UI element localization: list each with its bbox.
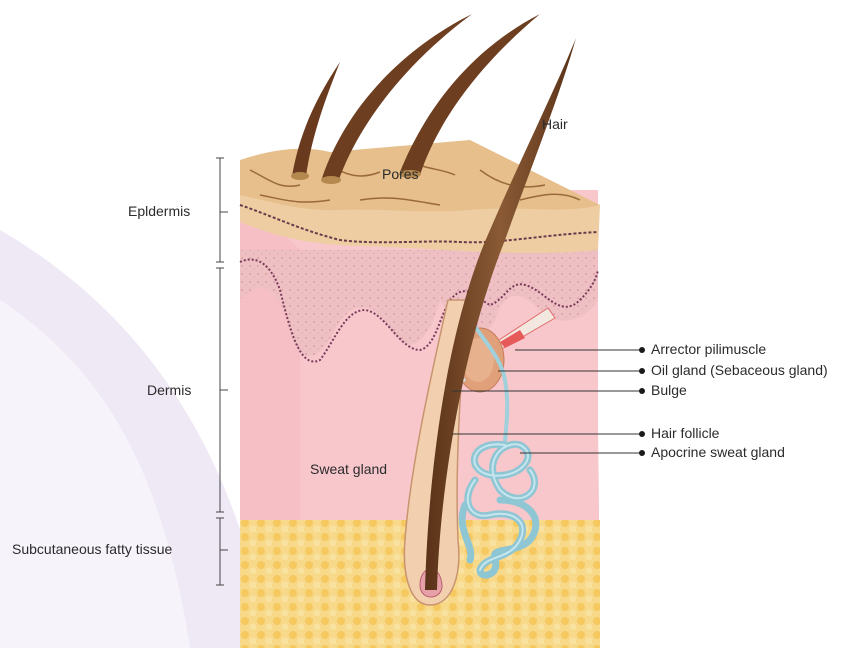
apocrine-dot xyxy=(639,450,645,456)
label-oil-gland: Oil gland (Sebaceous gland) xyxy=(651,362,828,378)
label-subcutaneous: Subcutaneous fatty tissue xyxy=(12,541,172,557)
arrector-dot xyxy=(639,347,645,353)
oil-gland-dot xyxy=(639,368,645,374)
label-pores: Pores xyxy=(382,166,419,182)
label-bulge: Bulge xyxy=(651,382,687,398)
label-epidermis: Epldermis xyxy=(128,203,190,219)
label-hair: Hair xyxy=(542,116,568,132)
label-dermis: Dermis xyxy=(147,382,191,398)
label-sweat-gland: Sweat gland xyxy=(310,461,387,477)
pore-1 xyxy=(291,172,309,180)
label-apocrine: Apocrine sweat gland xyxy=(651,444,785,460)
hair-follicle-dot xyxy=(639,431,645,437)
label-hair-follicle: Hair follicle xyxy=(651,425,719,441)
pore-2 xyxy=(321,176,341,184)
bulge-dot xyxy=(639,388,645,394)
label-arrector: Arrector pilimuscle xyxy=(651,341,766,357)
epidermis-bracket xyxy=(216,158,228,262)
